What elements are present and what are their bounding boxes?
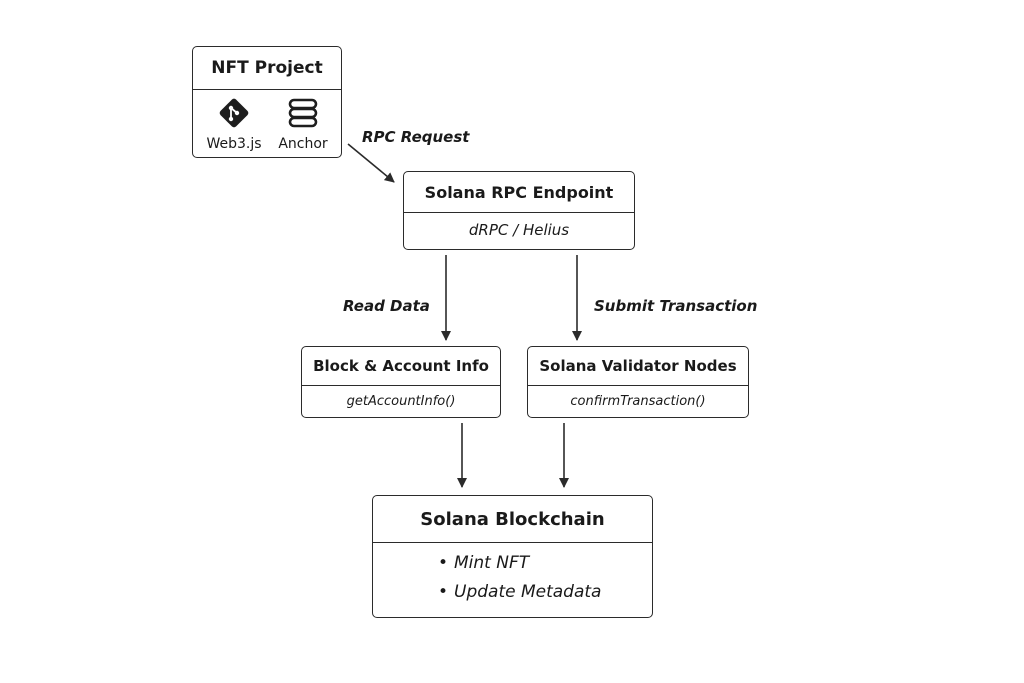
nft-project-box: NFT Project Web3.js <box>192 46 342 158</box>
validator-nodes-subtitle: confirmTransaction() <box>570 393 706 409</box>
edge-label-rpc-request: RPC Request <box>362 128 470 146</box>
bullet-dot: • <box>438 553 449 573</box>
stack-icon <box>286 97 320 133</box>
tool-web3js: Web3.js <box>199 97 269 152</box>
edge-label-submit-transaction: Submit Transaction <box>594 297 758 315</box>
blockchain-item-label: Mint NFT <box>454 553 530 573</box>
account-info-title: Block & Account Info <box>302 347 500 386</box>
tool-web3js-label: Web3.js <box>206 136 262 152</box>
edge-label-read-data: Read Data <box>343 297 430 315</box>
blockchain-title: Solana Blockchain <box>373 496 652 543</box>
arrow-project-to-rpc <box>347 143 395 183</box>
tool-anchor-label: Anchor <box>278 136 328 152</box>
rpc-endpoint-subtitle: dRPC / Helius <box>468 221 570 239</box>
account-info-subtitle: getAccountInfo() <box>346 393 456 409</box>
bullet-dot: • <box>438 582 449 602</box>
rpc-endpoint-title: Solana RPC Endpoint <box>404 172 634 213</box>
blockchain-item: •Mint NFT <box>438 553 529 573</box>
validator-nodes-title: Solana Validator Nodes <box>528 347 748 386</box>
git-diamond-icon <box>218 97 250 133</box>
blockchain-box: Solana Blockchain <box>372 495 653 618</box>
blockchain-item-label: Update Metadata <box>454 582 602 602</box>
account-info-box: Block & Account Info getAccountInfo() <box>301 346 501 418</box>
blockchain-item: •Update Metadata <box>438 582 601 602</box>
nft-project-title: NFT Project <box>193 47 341 90</box>
tool-anchor: Anchor <box>268 97 338 152</box>
rpc-endpoint-box: Solana RPC Endpoint dRPC / Helius <box>403 171 635 250</box>
validator-nodes-box: Solana Validator Nodes confirmTransactio… <box>527 346 749 418</box>
